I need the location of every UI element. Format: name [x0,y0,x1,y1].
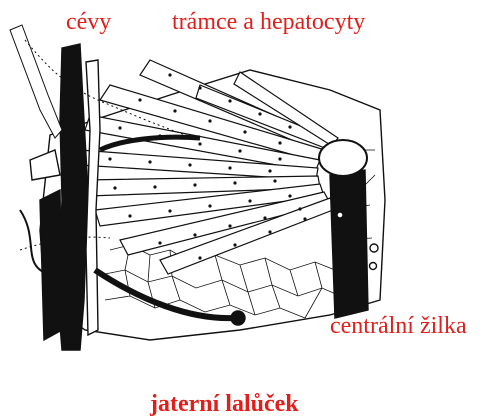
central-vein-shaft [330,170,368,318]
central-vein-label: centrální žilka [330,314,467,338]
portal-vessel-main [58,44,88,350]
portal-vessel-lower [40,190,62,340]
vessel-branch-left [30,150,60,180]
bile-duct-branch [10,25,62,138]
vessels-label: cévy [66,10,111,34]
vessel-cross-section [231,311,245,325]
central-vein-opening [319,140,367,176]
caption-title: jaterní lalůček [150,392,299,416]
cords-hepatocytes-label: trámce a hepatocyty [172,10,365,34]
lobule-block [10,25,385,350]
